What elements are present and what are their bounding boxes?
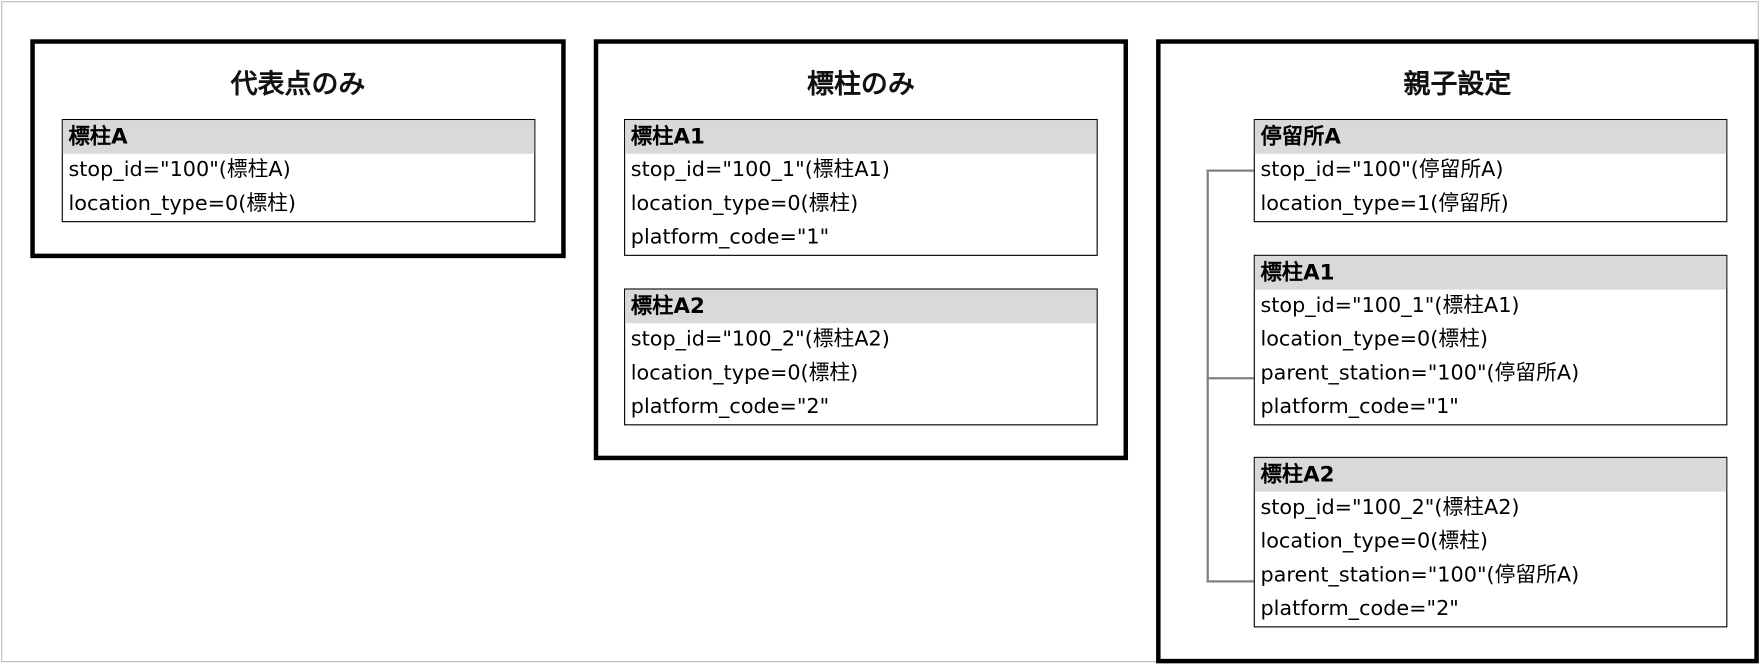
box-row: location_type=0(標柱) — [1260, 327, 1488, 352]
box-title: 停留所A — [1254, 120, 1727, 154]
connector-branch — [1206, 169, 1255, 172]
stop-box: 標柱A2 stop_id="100_2"(標柱A2) location_type… — [624, 288, 1098, 426]
stop-box: 標柱A1 stop_id="100_1"(標柱A1) location_type… — [1253, 254, 1728, 426]
stop-box: 標柱A1 stop_id="100_1"(標柱A1) location_type… — [624, 118, 1098, 256]
box-title: 標柱A2 — [625, 289, 1097, 324]
box-title: 標柱A1 — [1254, 255, 1727, 290]
connector-branch — [1206, 377, 1255, 380]
panel-title: 親子設定 — [1403, 68, 1512, 100]
connector-branch — [1206, 580, 1255, 583]
box-row: stop_id="100_1"(標柱A1) — [630, 158, 890, 182]
box-row: stop_id="100_1"(標柱A1) — [1260, 294, 1520, 318]
box-row: platform_code="2" — [1260, 597, 1459, 621]
box-row: stop_id="100"(停留所A) — [1260, 158, 1504, 182]
box-row: parent_station="100"(停留所A) — [1260, 563, 1580, 588]
box-title: 標柱A — [62, 120, 535, 154]
box-title: 標柱A1 — [625, 120, 1097, 154]
box-title: 標柱A2 — [1254, 457, 1727, 492]
box-row: location_type=0(標柱) — [68, 191, 296, 216]
connector-line — [1206, 169, 1209, 583]
stop-box: 標柱A2 stop_id="100_2"(標柱A2) location_type… — [1253, 456, 1728, 628]
stop-box: 標柱A stop_id="100"(標柱A) location_type=0(標… — [61, 118, 536, 223]
panel-title: 代表点のみ — [230, 68, 366, 100]
box-row: location_type=0(標柱) — [630, 191, 859, 216]
box-row: location_type=0(標柱) — [1260, 529, 1488, 554]
box-row: stop_id="100_2"(標柱A2) — [1260, 496, 1520, 520]
box-row: parent_station="100"(停留所A) — [1260, 361, 1580, 385]
box-row: stop_id="100"(標柱A) — [68, 158, 291, 182]
box-row: platform_code="2" — [630, 395, 830, 419]
box-row: platform_code="1" — [630, 225, 830, 250]
box-row: platform_code="1" — [1260, 395, 1459, 419]
panel-title: 標柱のみ — [807, 68, 915, 100]
box-row: stop_id="100_2"(標柱A2) — [630, 327, 890, 352]
box-row: location_type=0(標柱) — [630, 361, 859, 385]
box-row: location_type=1(停留所) — [1260, 191, 1509, 216]
station-box: 停留所A stop_id="100"(停留所A) location_type=1… — [1253, 118, 1728, 223]
